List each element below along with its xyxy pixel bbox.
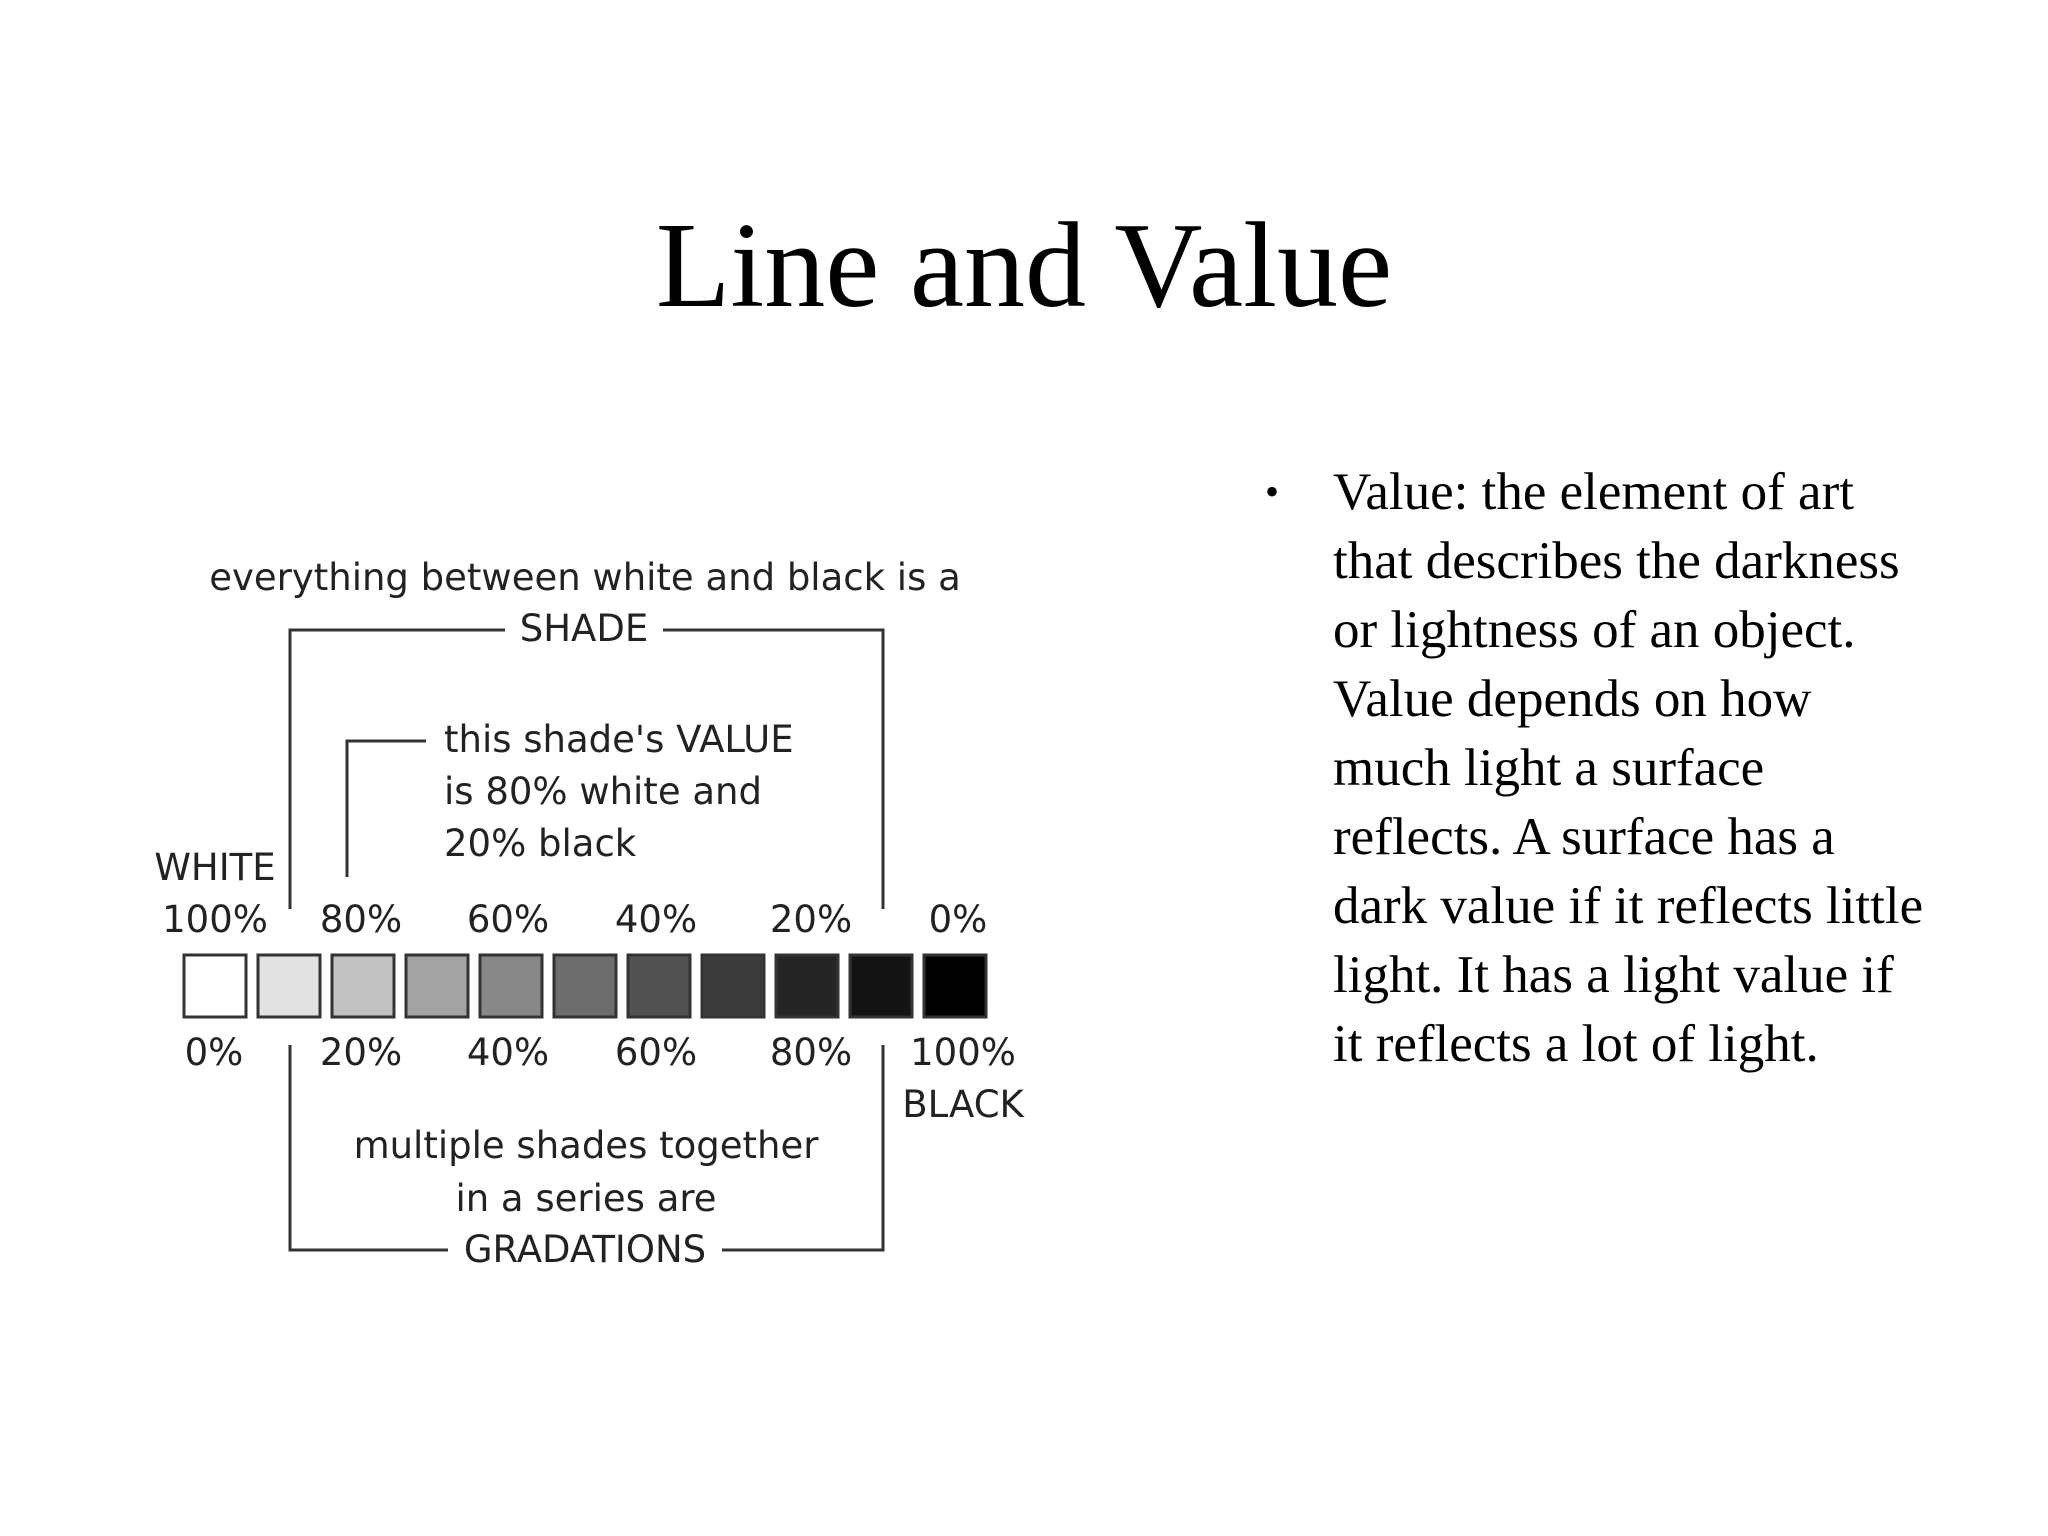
swatch-row: [182, 953, 988, 1019]
shade-swatch: [626, 953, 692, 1019]
gradation-label: GRADATIONS: [464, 1228, 706, 1271]
shade-bracket-right: [663, 628, 885, 909]
bottom-percent-label: 100%: [910, 1031, 1016, 1074]
bottom-percent-label: 80%: [770, 1031, 852, 1074]
bullet-text: Value: the element of art that describes…: [1333, 463, 1924, 1073]
gradation-line-1: multiple shades together: [354, 1124, 820, 1167]
bottom-percent-label: 20%: [320, 1031, 402, 1074]
shade-swatch: [182, 953, 248, 1019]
value-scale-diagram: everything between white and black is a …: [154, 556, 1025, 1271]
shade-swatch: [552, 953, 618, 1019]
shade-swatch: [330, 953, 396, 1019]
shade-label: SHADE: [520, 607, 649, 650]
top-percent-label: 80%: [320, 898, 402, 941]
white-label: WHITE: [154, 846, 275, 889]
shade-swatch: [256, 953, 322, 1019]
black-label: BLACK: [902, 1083, 1025, 1126]
value-line-1: this shade's VALUE: [444, 718, 794, 761]
bottom-percent-label: 40%: [467, 1031, 549, 1074]
gradation-bracket-right: [722, 1045, 885, 1252]
top-percent-label: 100%: [162, 898, 268, 941]
shade-swatch: [404, 953, 470, 1019]
top-percent-label: 0%: [929, 898, 988, 941]
shade-bracket: [288, 628, 505, 909]
shade-swatch: [478, 953, 544, 1019]
bottom-percent-label: 60%: [615, 1031, 697, 1074]
value-line-3: 20% black: [444, 822, 637, 865]
shade-swatch: [774, 953, 840, 1019]
gradation-bracket: [288, 1045, 448, 1252]
gradation-line-2: in a series are: [455, 1177, 716, 1220]
bottom-percent-label: 0%: [185, 1031, 244, 1074]
top-percent-label: 60%: [467, 898, 549, 941]
top-percent-label: 40%: [615, 898, 697, 941]
slide-title: Line and Value: [655, 198, 1393, 333]
shade-swatch: [922, 953, 988, 1019]
value-pointer: [345, 739, 426, 877]
shade-swatch: [848, 953, 914, 1019]
value-line-2: is 80% white and: [444, 770, 762, 813]
shade-caption: everything between white and black is a: [209, 556, 961, 599]
top-percent-label: 20%: [770, 898, 852, 941]
bullet-dot: •: [1265, 469, 1280, 514]
shade-swatch: [700, 953, 766, 1019]
